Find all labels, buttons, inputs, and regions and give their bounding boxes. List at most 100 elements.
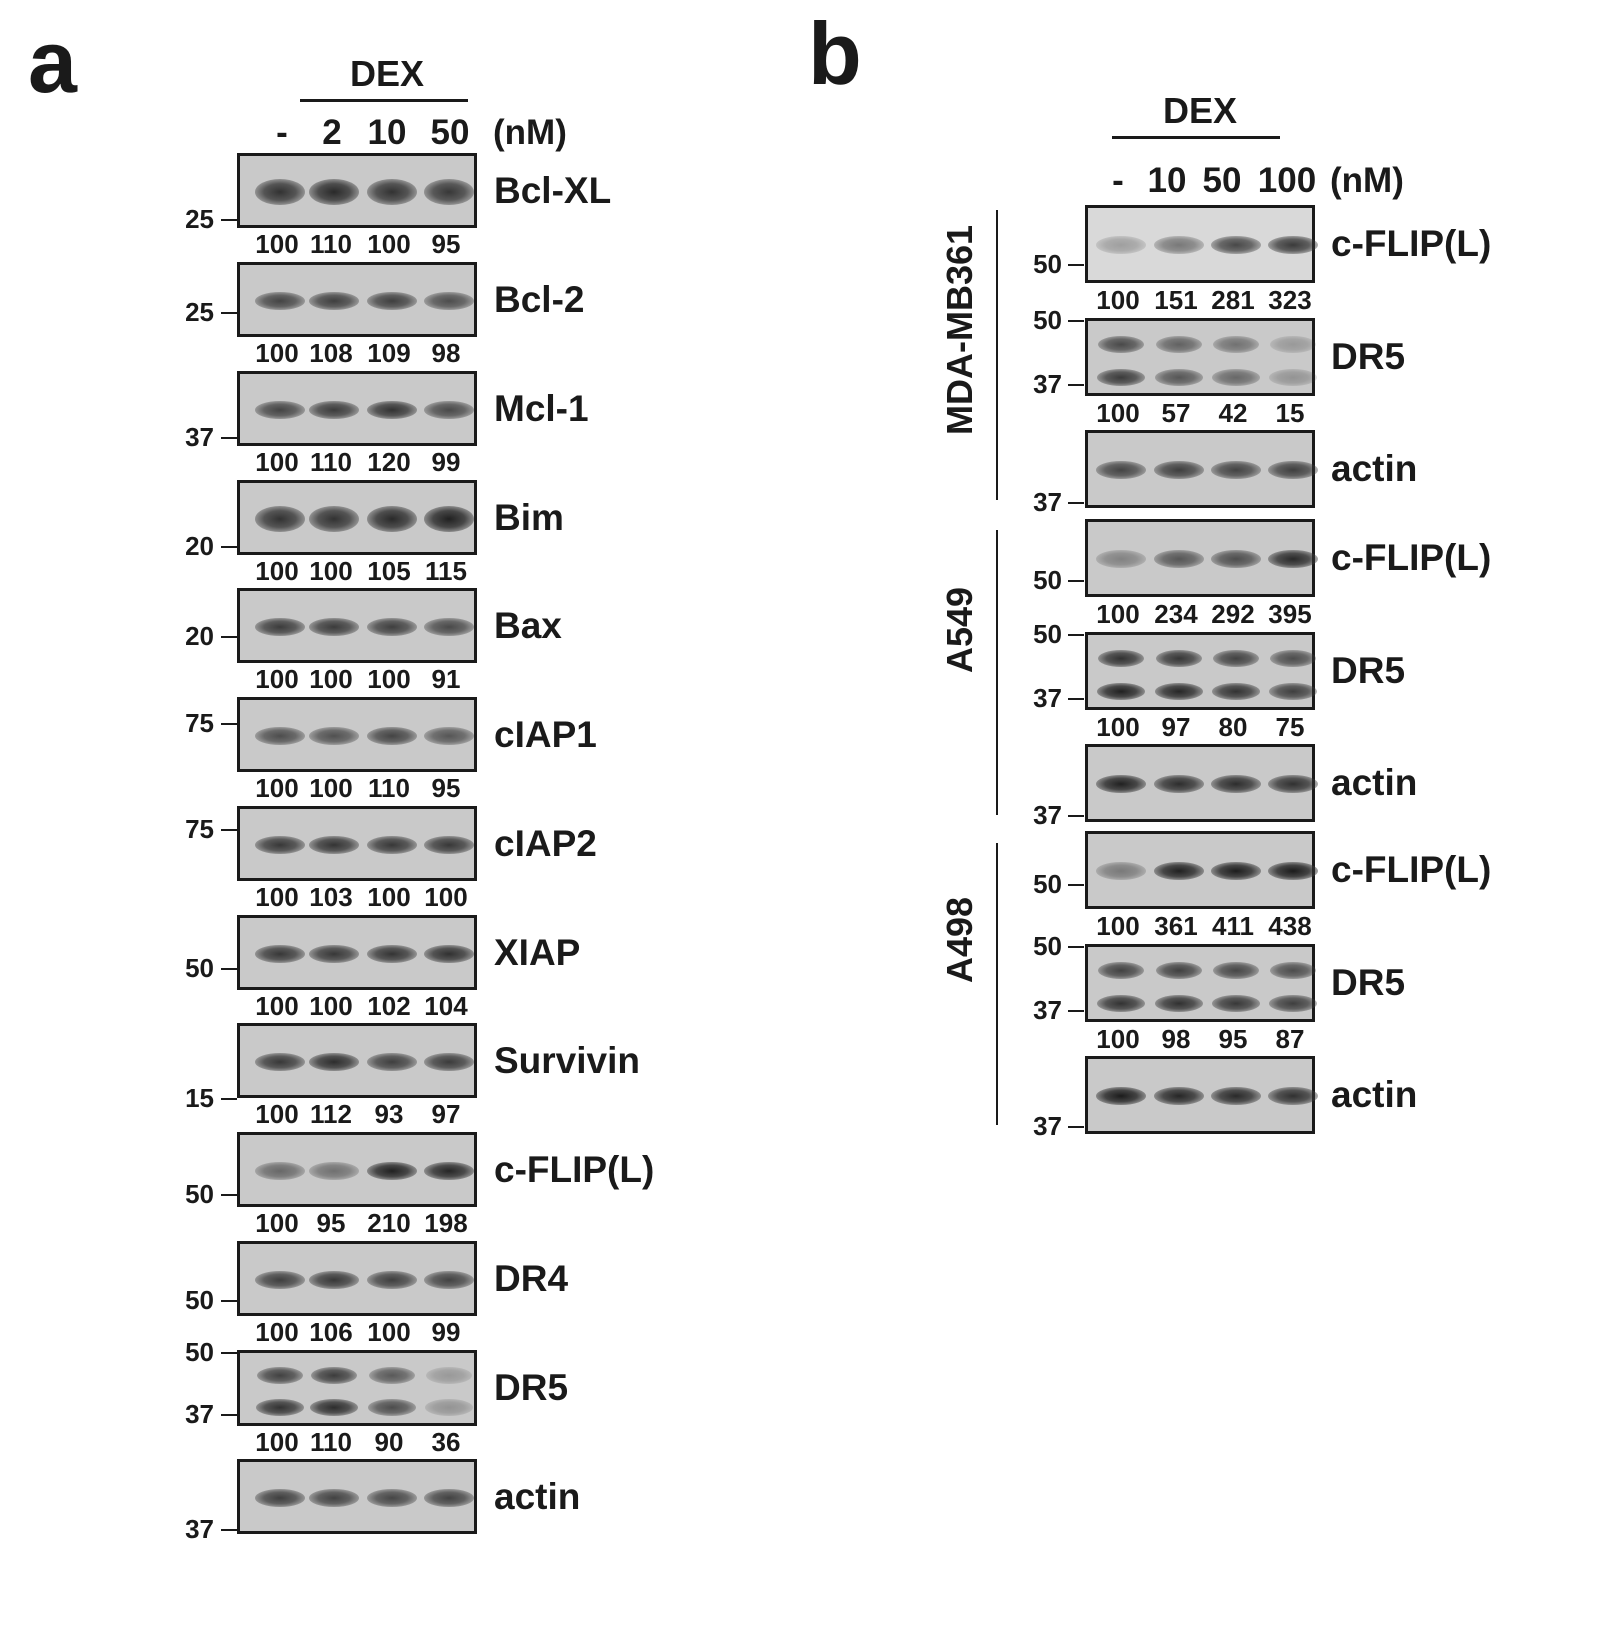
band	[255, 179, 305, 205]
panel-b-unit: (nM)	[1330, 161, 1404, 200]
band-lower	[1155, 368, 1203, 386]
quant-value: 361	[1154, 911, 1198, 941]
band	[309, 1489, 359, 1507]
mw-marker-label: 50	[1033, 931, 1062, 961]
band	[309, 945, 359, 963]
quant-value: 100	[309, 556, 353, 586]
quant-value: 90	[374, 1427, 404, 1457]
panel-b-label: b	[808, 4, 862, 103]
quant-value: 234	[1154, 599, 1198, 629]
blot-image	[237, 480, 477, 555]
band-upper	[1213, 649, 1259, 667]
band	[1154, 461, 1204, 480]
mw-marker-tick	[221, 1098, 237, 1100]
mw-marker-label: 75	[185, 814, 214, 844]
mw-marker-tick	[1068, 815, 1084, 817]
band	[1096, 1087, 1146, 1106]
band-upper	[1213, 335, 1259, 353]
panel-a-treatment-rule	[300, 99, 468, 102]
quant-value: 115	[425, 556, 467, 586]
panel-a-dose: -	[276, 113, 288, 152]
band	[367, 292, 417, 310]
protein-label: DR4	[494, 1257, 569, 1299]
quant-value: 438	[1268, 911, 1312, 941]
blot-image	[1085, 744, 1318, 822]
band	[367, 618, 417, 636]
quant-value: 100	[255, 229, 299, 259]
cell-line-bracket	[996, 530, 998, 815]
quant-value: 93	[374, 1099, 404, 1129]
band	[309, 179, 359, 205]
panel-a-dose: 10	[367, 113, 407, 152]
band	[367, 945, 417, 963]
quant-value: 100	[255, 1208, 299, 1238]
mw-marker-label: 50	[185, 953, 214, 983]
band	[424, 1162, 474, 1180]
band	[424, 1271, 474, 1289]
quant-value: 97	[1161, 712, 1191, 742]
band	[255, 1162, 305, 1180]
band	[1154, 862, 1204, 881]
quant-value: 100	[255, 773, 299, 803]
band-upper	[1156, 961, 1202, 979]
quant-value: 100	[255, 991, 299, 1021]
quant-value: 87	[1275, 1024, 1305, 1054]
quant-value: 100	[424, 882, 468, 912]
band	[1096, 236, 1146, 255]
quant-value: 97	[431, 1099, 461, 1129]
band-lower	[310, 1399, 358, 1417]
quant-value: 100	[309, 664, 353, 694]
mw-marker-tick	[221, 1352, 237, 1354]
band	[1154, 550, 1204, 569]
quant-value: 36	[431, 1427, 461, 1457]
protein-label: c-FLIP(L)	[1331, 849, 1492, 890]
quant-value: 210	[367, 1208, 411, 1238]
band-upper	[1270, 961, 1316, 979]
band	[309, 1053, 359, 1071]
band	[1268, 550, 1318, 569]
panel-a-label: a	[28, 12, 77, 111]
band	[1154, 236, 1204, 255]
quant-value: 110	[368, 773, 410, 803]
band	[255, 1053, 305, 1071]
quant-value: 42	[1218, 398, 1248, 428]
band-lower	[425, 1399, 473, 1417]
band	[309, 1162, 359, 1180]
quant-value: 98	[431, 338, 461, 368]
protein-label: Bcl-2	[494, 278, 585, 320]
panel-a-unit: (nM)	[493, 113, 567, 152]
protein-label: DR5	[1331, 962, 1406, 1003]
band	[1154, 775, 1204, 794]
band	[1268, 862, 1318, 881]
quant-value: 100	[367, 664, 411, 694]
band	[255, 506, 305, 532]
band-upper	[1098, 961, 1144, 979]
band	[367, 179, 417, 205]
band	[424, 618, 474, 636]
mw-marker-tick	[221, 968, 237, 970]
mw-marker-label: 37	[1033, 683, 1062, 713]
protein-label: DR5	[1331, 336, 1406, 377]
quant-value: 112	[310, 1099, 352, 1129]
quant-value: 15	[1275, 398, 1305, 428]
band	[424, 727, 474, 745]
band	[424, 945, 474, 963]
band	[1096, 550, 1146, 569]
blot-image	[237, 371, 477, 446]
quant-value: 100	[309, 991, 353, 1021]
protein-label: Survivin	[494, 1039, 640, 1081]
band	[1268, 1087, 1318, 1106]
band-lower	[1097, 994, 1145, 1012]
blot-image	[1085, 632, 1317, 710]
band-upper	[1156, 649, 1202, 667]
protein-label: c-FLIP(L)	[494, 1148, 655, 1190]
quant-value: 100	[1096, 599, 1140, 629]
band-upper	[1270, 649, 1316, 667]
band	[255, 1489, 305, 1507]
protein-label: actin	[1331, 762, 1418, 803]
mw-marker-label: 50	[185, 1179, 214, 1209]
quant-value: 292	[1211, 599, 1255, 629]
band	[1211, 1087, 1261, 1106]
mw-marker-label: 50	[1033, 869, 1062, 899]
cell-line-label: A549	[939, 586, 980, 674]
